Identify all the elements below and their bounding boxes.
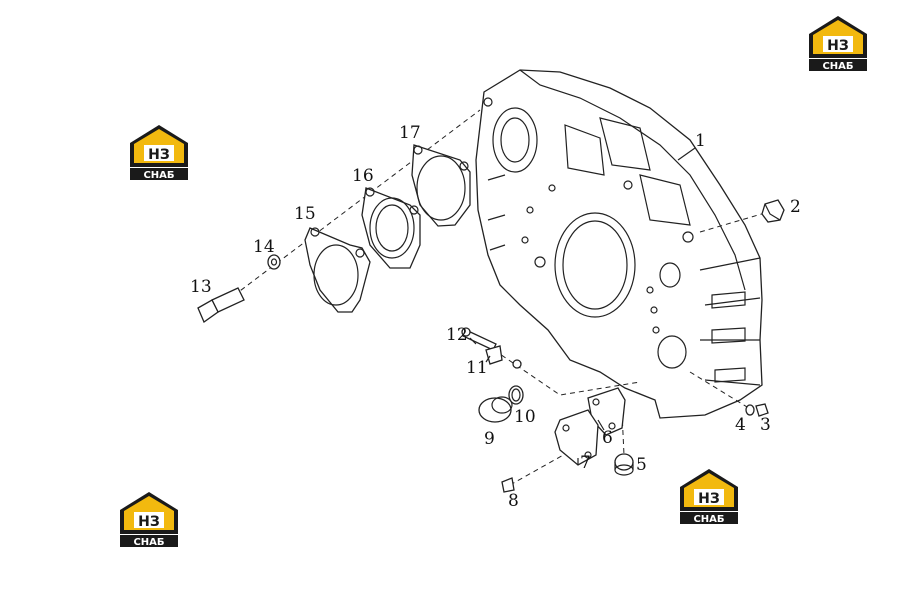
logo-bottom-text: СНАБ (133, 537, 164, 548)
brand-logo-left: НЗ СНАБ (130, 125, 188, 181)
logo-top-text: НЗ (138, 514, 160, 530)
logo-bottom-text: СНАБ (693, 514, 724, 525)
callout-13: 13 (190, 277, 212, 297)
bolt-12 (461, 327, 497, 351)
logo-top-text: НЗ (698, 491, 720, 507)
washer-14 (267, 254, 281, 270)
logo-top-text: НЗ (827, 38, 849, 54)
callout-15: 15 (294, 204, 316, 224)
leader-12 (469, 337, 477, 345)
brand-logo-top-right: НЗ СНАБ (809, 16, 867, 72)
callout-1: 1 (695, 131, 706, 151)
callout-14: 14 (253, 237, 275, 257)
nut-3 (755, 403, 769, 417)
callout-6: 6 (602, 428, 613, 448)
washer-4 (745, 404, 755, 416)
callout-16: 16 (352, 166, 374, 186)
plug-9 (478, 396, 513, 423)
callout-11: 11 (466, 358, 488, 378)
brand-logo-bottom-left: НЗ СНАБ (120, 492, 178, 548)
callout-labels: 1 2 3 4 5 6 7 8 9 10 11 12 13 14 15 16 1… (190, 123, 801, 511)
bolt-8 (501, 477, 515, 493)
logo-bottom-text: СНАБ (822, 61, 853, 72)
leader-6 (597, 419, 605, 431)
leader-11 (485, 355, 491, 363)
callout-5: 5 (636, 455, 647, 475)
callout-12: 12 (446, 325, 468, 345)
cover-plate-7 (554, 409, 599, 466)
assembly-line-plug-2 (699, 212, 766, 233)
callout-7: 7 (580, 453, 591, 473)
flywheel-housing (475, 69, 763, 419)
callout-8: 8 (508, 491, 519, 511)
bolt-13 (197, 287, 245, 323)
callout-9: 9 (484, 429, 495, 449)
assembly-line-bolt-3 (689, 371, 753, 411)
callout-10: 10 (514, 407, 536, 427)
assembly-line-plug-5 (621, 411, 625, 456)
cover-gasket-15 (304, 227, 371, 313)
brand-logo-bottom-right: НЗ СНАБ (680, 469, 738, 525)
leader-1 (677, 147, 696, 161)
clip-11 (485, 345, 503, 365)
plug-2 (761, 199, 785, 223)
callout-17: 17 (399, 123, 421, 143)
cover-gasket-16 (361, 187, 421, 269)
assembly-line-upper (211, 109, 481, 313)
cover-gasket-17 (411, 144, 471, 227)
callout-2: 2 (790, 197, 801, 217)
logo-top-text: НЗ (148, 147, 170, 163)
ring-10 (508, 385, 524, 405)
logo-bottom-text: СНАБ (143, 170, 174, 181)
plug-5 (614, 453, 634, 476)
washer-small (512, 359, 522, 369)
callout-3: 3 (760, 415, 771, 435)
callout-4: 4 (735, 415, 746, 435)
